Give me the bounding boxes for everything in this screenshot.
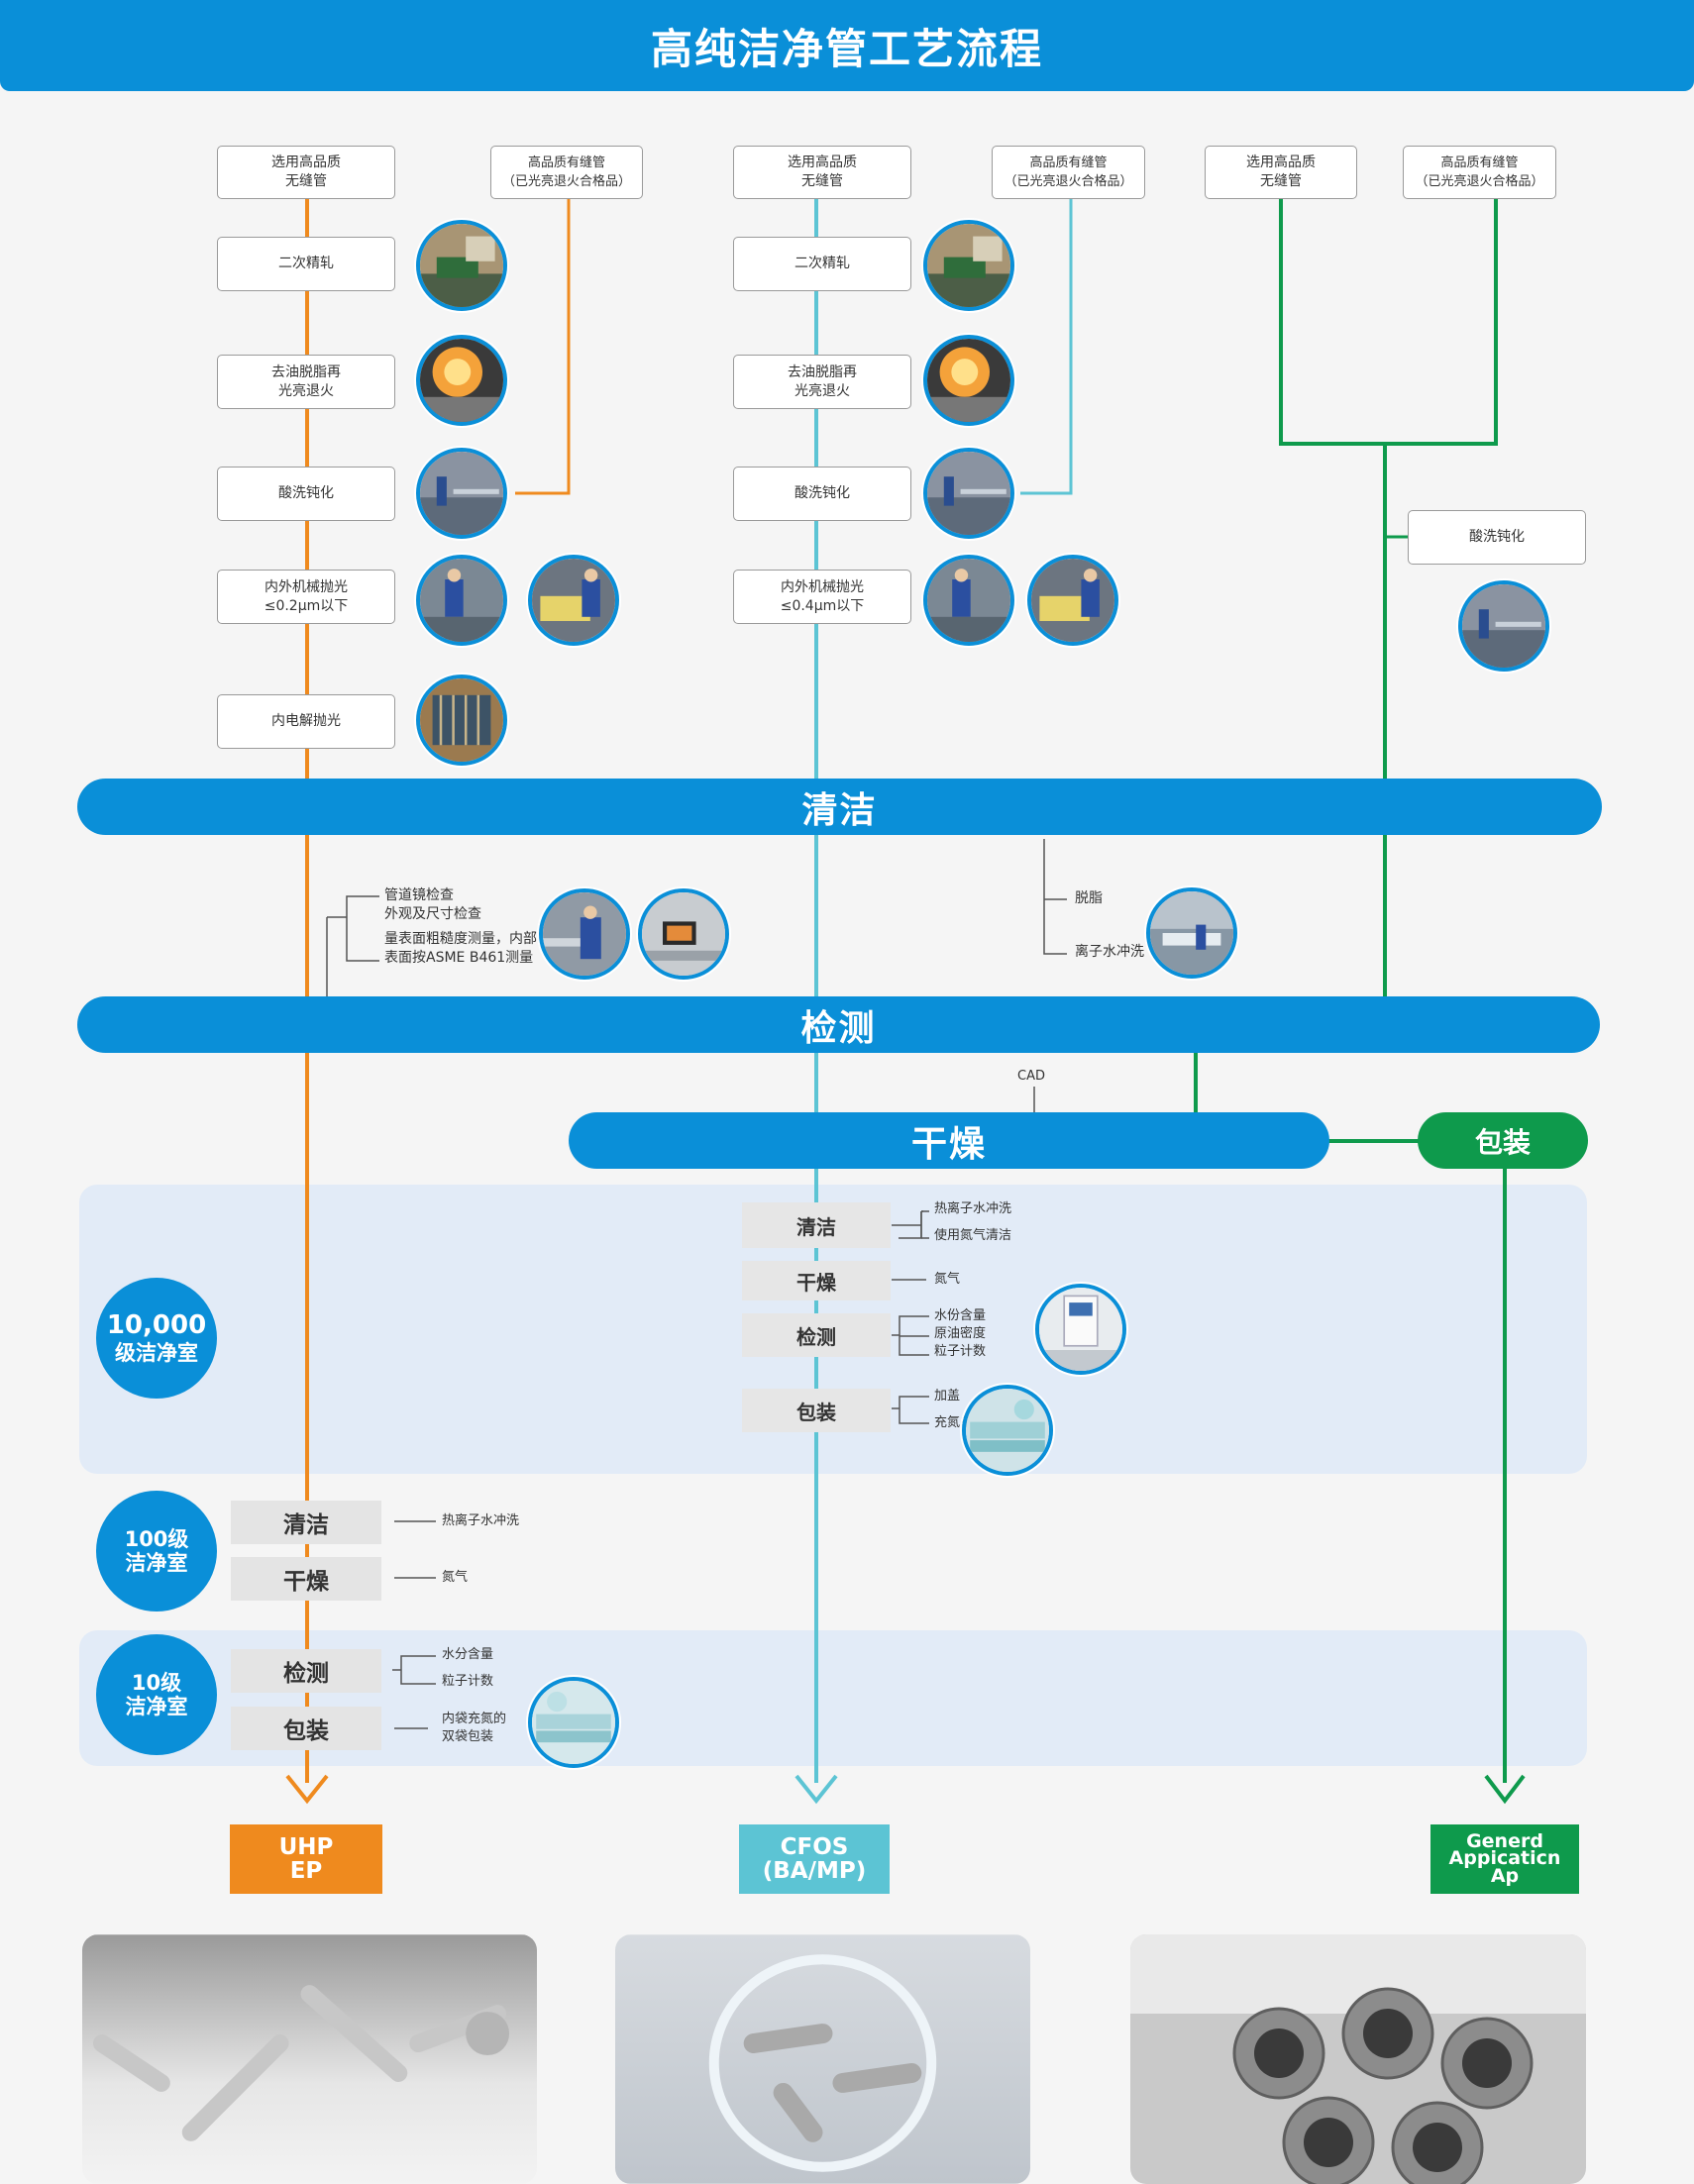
mech-polish-photo-1: [416, 555, 507, 646]
cold-roll-photo: [416, 220, 507, 311]
pack-pill: 包装: [1418, 1112, 1588, 1169]
col1-electro-polish: 内电解抛光: [217, 694, 395, 749]
col3-pickling-photo: [1458, 580, 1549, 672]
cfos-fittings-image: [615, 1934, 1030, 2184]
col2-annealing-photo: [923, 335, 1014, 426]
col2-pickling-photo: [923, 448, 1014, 539]
room10-pack-step: 包装: [231, 1707, 381, 1750]
double-bag-photo: [528, 1677, 619, 1768]
room10000-dry-step: 干燥: [742, 1261, 891, 1300]
col2-mech-polish: 内外机械抛光 ≤0.4μm以下: [733, 570, 911, 624]
col1-cold-roll: 二次精轧: [217, 237, 395, 291]
col3-pickling: 酸洗钝化: [1408, 510, 1586, 565]
room100-dry-note: 氮气: [442, 1570, 469, 1585]
col2-pickling: 酸洗钝化: [733, 467, 911, 521]
col3-raw-seamless: 选用高品质 无缝管: [1205, 146, 1357, 199]
room10-inspect-step: 检测: [231, 1649, 381, 1693]
inspection-photo-1: [539, 888, 630, 980]
room10000-inspect-step: 检测: [742, 1313, 891, 1357]
clean-note-rinse: 离子水冲洗: [1075, 944, 1144, 960]
cad-label: CAD: [1017, 1069, 1045, 1084]
room10000-pack-step: 包装: [742, 1389, 891, 1432]
room10000-clean-step: 清洁: [742, 1202, 891, 1248]
col2-raw-welded: 高品质有缝管 （已光亮退火合格品）: [992, 146, 1145, 199]
cleanroom-10-badge: 10级 洁净室: [96, 1634, 217, 1755]
room10000-inspect-notes: 水份含量 原油密度 粒子计数: [934, 1308, 987, 1359]
col2-mech-polish-photo-2: [1027, 555, 1118, 646]
moisture-meter-photo: [1035, 1284, 1126, 1375]
col1-raw-seamless: 选用高品质 无缝管: [217, 146, 395, 199]
page-header: 高纯洁净管工艺流程: [0, 0, 1694, 91]
clean-note-degrease: 脱脂: [1075, 890, 1103, 906]
dry-bar: 干燥: [569, 1112, 1329, 1169]
col2-mech-polish-photo-1: [923, 555, 1014, 646]
uhp-fittings-image: [82, 1934, 537, 2184]
product-cfos: CFOS(BA/MP): [739, 1824, 890, 1894]
mech-polish-photo-2: [528, 555, 619, 646]
page-title: 高纯洁净管工艺流程: [650, 24, 1043, 73]
general-pipes-image: [1130, 1934, 1586, 2184]
inspection-photo-2: [638, 888, 729, 980]
rinse-photo: [1146, 887, 1237, 979]
annealing-photo: [416, 335, 507, 426]
col2-degrease: 去油脱脂再 光亮退火: [733, 355, 911, 409]
room10000-clean-notes: 热离子水冲洗 使用氮气清洁: [934, 1201, 1012, 1243]
inspect-bar: 检测: [77, 996, 1600, 1053]
col1-pickling: 酸洗钝化: [217, 467, 395, 521]
col1-degrease: 去油脱脂再 光亮退火: [217, 355, 395, 409]
inspection-notes: 管道镜检查 外观及尺寸检查 量表面粗糙度测量，内部 表面按ASME B461测量: [384, 887, 537, 966]
clean-bar: 清洁: [77, 779, 1602, 835]
room100-dry-step: 干燥: [231, 1557, 381, 1601]
room100-clean-note: 热离子水冲洗: [442, 1513, 520, 1528]
room10-inspect-notes: 水分含量 粒子计数: [442, 1647, 494, 1689]
col2-cold-roll-photo: [923, 220, 1014, 311]
cleanroom-10000-badge: 10,000 级洁净室: [96, 1278, 217, 1399]
cleanroom-100-badge: 100级 洁净室: [96, 1491, 217, 1612]
room10000-dry-note: 氮气: [934, 1272, 961, 1287]
col1-raw-welded: 高品质有缝管 （已光亮退火合格品）: [490, 146, 643, 199]
pickling-photo: [416, 448, 507, 539]
col3-raw-welded: 高品质有缝管 （已光亮退火合格品）: [1403, 146, 1556, 199]
room100-clean-step: 清洁: [231, 1501, 381, 1544]
packaging-photo: [962, 1385, 1053, 1476]
room10-pack-notes: 内袋充氮的 双袋包装: [442, 1712, 507, 1744]
electro-polish-photo: [416, 675, 507, 766]
col2-raw-seamless: 选用高品质 无缝管: [733, 146, 911, 199]
col2-cold-roll: 二次精轧: [733, 237, 911, 291]
col1-mech-polish: 内外机械抛光 ≤0.2μm以下: [217, 570, 395, 624]
